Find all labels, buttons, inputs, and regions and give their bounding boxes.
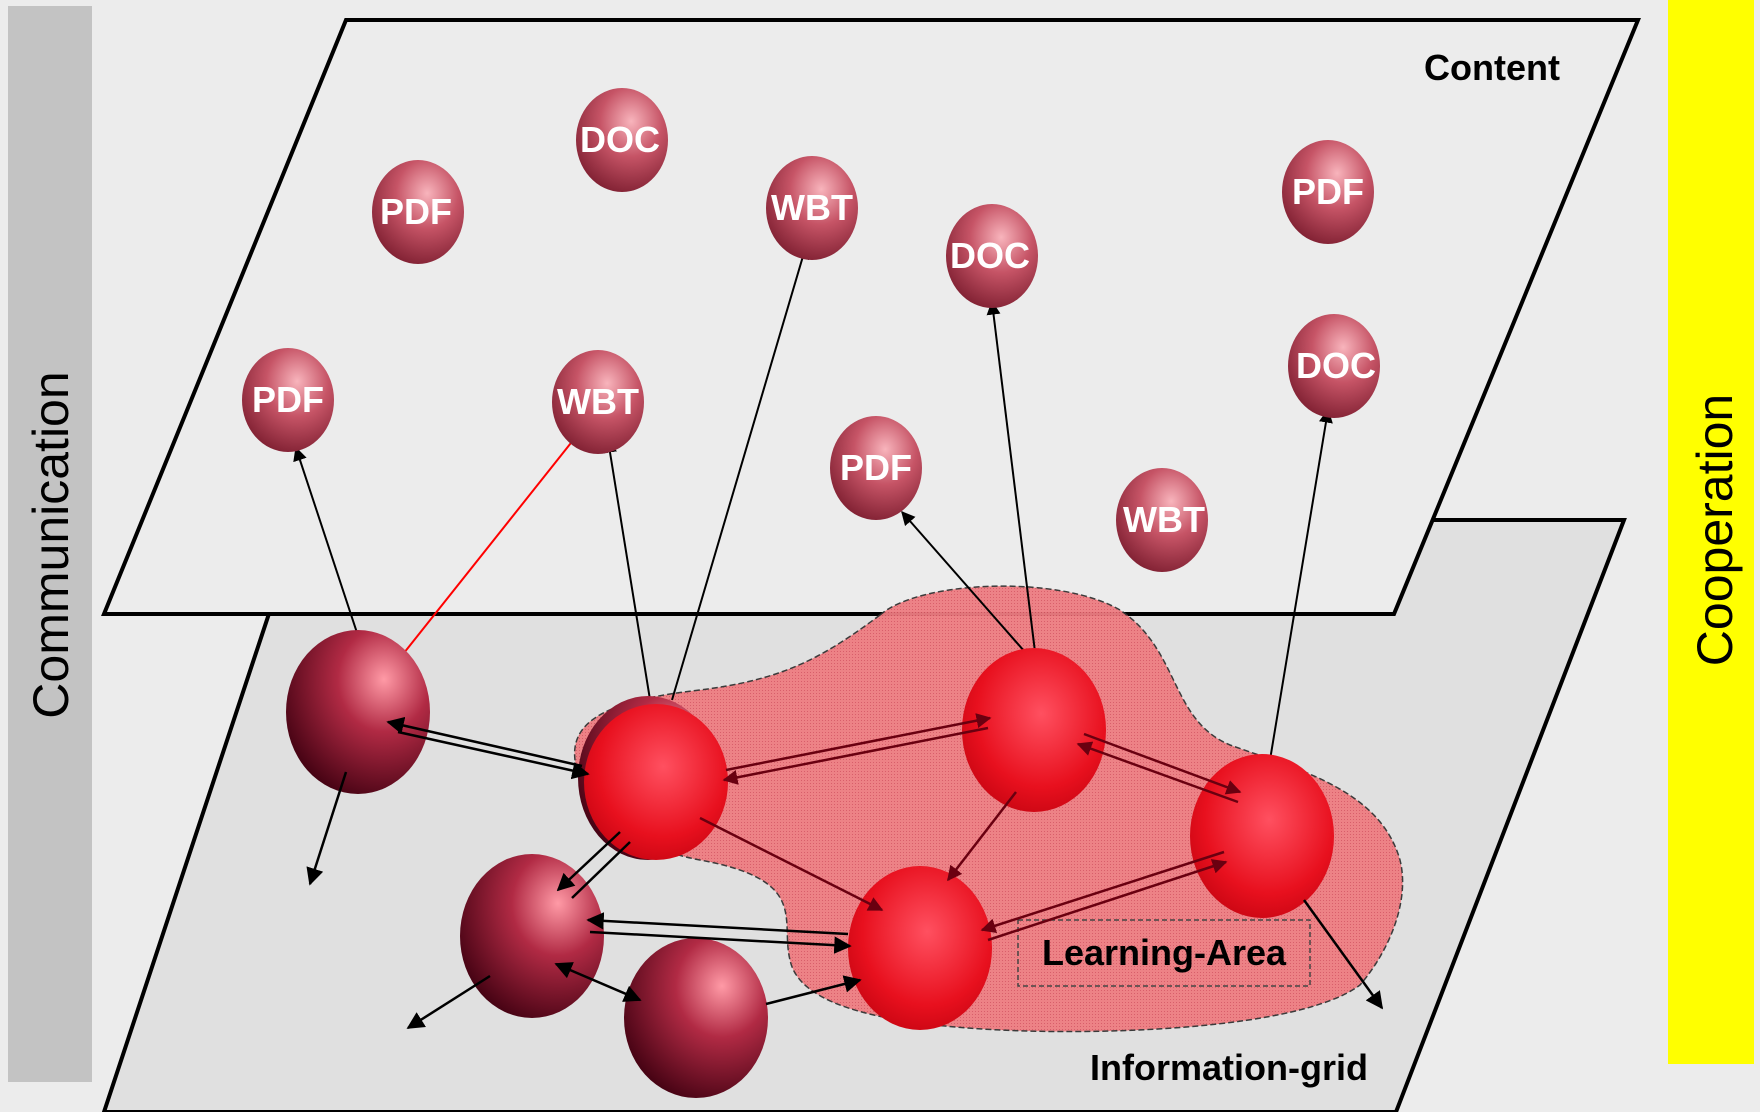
svg-text:WBT: WBT: [1123, 499, 1205, 540]
content-item-pdf-4[interactable]: PDF: [830, 416, 922, 520]
grid-node-3[interactable]: [962, 648, 1106, 812]
conn-2-5b: [571, 841, 631, 899]
information-grid-label: Information-grid: [1090, 1047, 1368, 1088]
content-item-wbt-2[interactable]: WBT: [552, 350, 644, 454]
content-items: DOC PDF WBT DOC PDF PDF WBT DOC: [242, 88, 1380, 572]
grid-node-6[interactable]: [624, 938, 768, 1098]
conn-5-7a: [586, 912, 849, 936]
conn-5-6: [554, 962, 642, 1002]
link-node3-pdf: [901, 510, 1033, 661]
content-links: [293, 244, 1333, 761]
content-item-pdf-3[interactable]: PDF: [242, 348, 334, 452]
link-node2-wbt: [603, 438, 653, 713]
grid-node-4[interactable]: [1190, 754, 1334, 918]
svg-text:WBT: WBT: [771, 187, 853, 228]
grid-node-1[interactable]: [286, 630, 430, 794]
content-item-doc-1[interactable]: DOC: [576, 88, 668, 192]
conn-2-5a: [556, 831, 621, 892]
communication-bar: [8, 6, 92, 1082]
conn-1-out: [306, 771, 348, 886]
svg-text:DOC: DOC: [580, 119, 660, 160]
conn-3-4b: [1083, 732, 1242, 795]
content-item-doc-2[interactable]: DOC: [946, 204, 1038, 308]
svg-text:DOC: DOC: [1296, 345, 1376, 386]
learning-area-label: Learning-Area: [1042, 932, 1287, 973]
svg-text:DOC: DOC: [950, 235, 1030, 276]
grid-node-7[interactable]: [848, 866, 992, 1030]
conn-4-out: [1302, 899, 1384, 1010]
conn-7-4b: [987, 859, 1228, 942]
conn-2-7: [699, 816, 884, 912]
svg-text:PDF: PDF: [380, 191, 452, 232]
content-item-pdf-1[interactable]: PDF: [372, 160, 464, 264]
conn-5-out: [406, 974, 491, 1030]
cooperation-label: Cooperation: [1687, 394, 1743, 666]
learning-area-label-box: [1017, 919, 1311, 987]
conn-7-4a: [980, 850, 1225, 933]
conn-2-3a: [722, 726, 989, 785]
link-node3-doc: [986, 300, 1037, 661]
conn-5-7b: [589, 930, 852, 954]
grid-connections: [306, 716, 1384, 1030]
svg-text:PDF: PDF: [840, 447, 912, 488]
svg-text:PDF: PDF: [1292, 171, 1364, 212]
conn-2-3b: [725, 713, 992, 772]
content-item-wbt-3[interactable]: WBT: [1116, 468, 1208, 572]
link-wbt-node1: [391, 423, 587, 670]
conn-3-7: [947, 791, 1017, 882]
conn-1-2b: [397, 730, 590, 780]
communication-label: Communication: [23, 371, 79, 718]
conn-1-2a: [386, 716, 583, 768]
link-node1-pdf: [293, 446, 367, 661]
grid-node-5[interactable]: [460, 854, 604, 1018]
content-plane-label: Content: [1424, 47, 1560, 88]
content-item-wbt-1[interactable]: WBT: [766, 156, 858, 260]
content-plane: [101, 18, 1641, 616]
link-node2-wbt-top: [671, 244, 810, 701]
grid-nodes: [286, 630, 1334, 1098]
content-item-doc-3[interactable]: DOC: [1288, 314, 1380, 418]
learning-area-connections: [699, 713, 1242, 942]
link-node4-doc: [1269, 408, 1333, 761]
conn-6-7: [765, 975, 862, 1006]
svg-text:WBT: WBT: [557, 381, 639, 422]
conn-3-4a: [1076, 741, 1239, 804]
content-item-pdf-2[interactable]: PDF: [1282, 140, 1374, 244]
svg-text:PDF: PDF: [252, 379, 324, 420]
cooperation-bar: [1668, 0, 1754, 1064]
grid-node-2[interactable]: [584, 704, 728, 860]
